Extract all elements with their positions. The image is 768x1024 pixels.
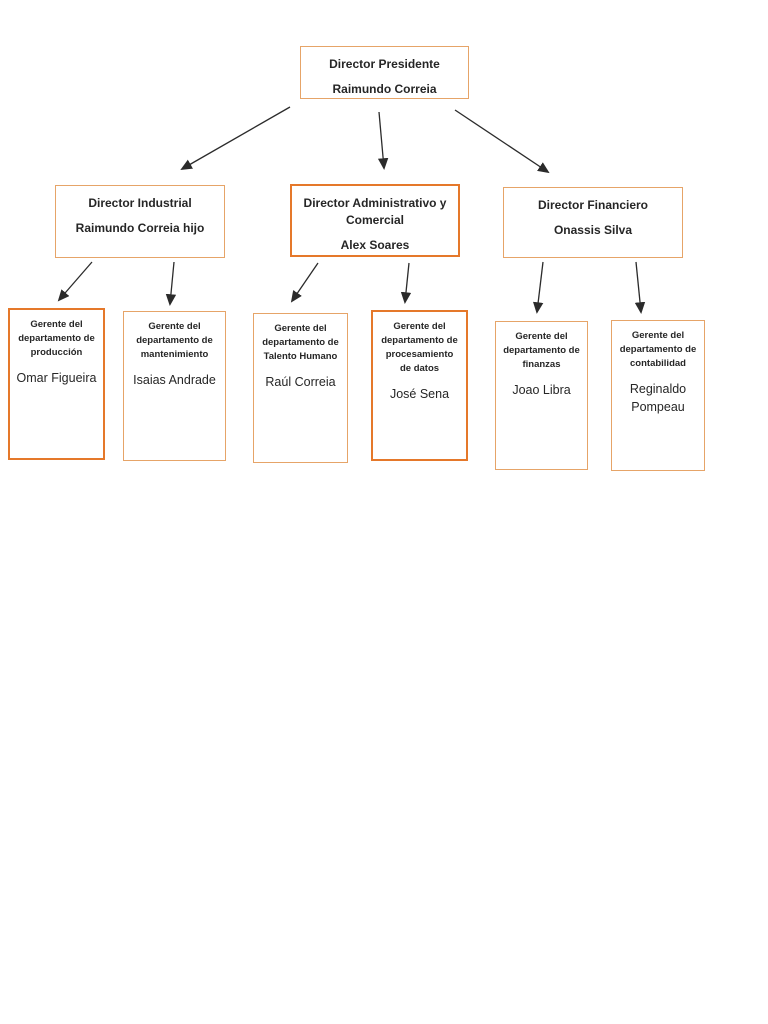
org-box-gerente-produccion: Gerente del departamento de producción O… [8, 308, 105, 460]
box-name: Reginaldo Pompeau [629, 382, 687, 414]
arrow-root-to-industrial [180, 106, 291, 170]
org-box-gerente-finanzas: Gerente del departamento de finanzas Joa… [495, 321, 588, 470]
org-box-director-industrial: Director Industrial Raimundo Correia hij… [55, 185, 225, 258]
org-box-director-presidente: Director Presidente Raimundo Correia [300, 46, 469, 99]
arrow-admin-to-procesamiento [400, 262, 412, 304]
box-title: Director Presidente [329, 57, 440, 71]
org-box-director-financiero: Director Financiero Onassis Silva [503, 187, 683, 258]
box-name: Alex Soares [340, 238, 410, 252]
box-title: Gerente del departamento de finanzas [503, 331, 580, 370]
box-title: Director Financiero [537, 198, 649, 212]
box-title: Director Administrativo y Comercial [303, 196, 447, 227]
org-box-gerente-talento-humano: Gerente del departamento de Talento Huma… [253, 313, 348, 463]
arrow-financiero-to-finanzas [532, 261, 544, 314]
box-name: Omar Figueira [16, 371, 97, 385]
box-title: Gerente del departamento de mantenimient… [136, 321, 213, 360]
box-name: Raúl Correia [265, 375, 336, 389]
org-box-gerente-mantenimiento: Gerente del departamento de mantenimient… [123, 311, 226, 461]
box-name: Onassis Silva [553, 223, 633, 237]
box-name: Isaias Andrade [133, 373, 216, 387]
box-name: Joao Libra [512, 383, 571, 397]
box-title: Director Industrial [88, 196, 192, 210]
box-name: José Sena [389, 387, 450, 401]
arrow-root-to-financiero [454, 109, 550, 174]
box-title: Gerente del departamento de procesamient… [381, 321, 458, 374]
arrow-industrial-to-mantenimiento [165, 261, 177, 306]
box-title: Gerente del departamento de producción [18, 319, 95, 358]
org-box-gerente-procesamiento-datos: Gerente del departamento de procesamient… [371, 310, 468, 461]
arrow-industrial-to-produccion [57, 261, 93, 302]
arrow-financiero-to-contabilidad [634, 261, 646, 314]
arrow-root-to-admin [377, 111, 389, 170]
box-name: Raimundo Correia hijo [75, 221, 205, 235]
org-box-gerente-contabilidad: Gerente del departamento de contabilidad… [611, 320, 705, 471]
box-title: Gerente del departamento de contabilidad [619, 330, 697, 369]
box-name: Raimundo Correia [332, 82, 437, 96]
org-box-director-administrativo-comercial: Director Administrativo y Comercial Alex… [290, 184, 460, 257]
arrow-admin-to-talento [290, 262, 319, 303]
box-title: Gerente del departamento de Talento Huma… [262, 323, 339, 362]
